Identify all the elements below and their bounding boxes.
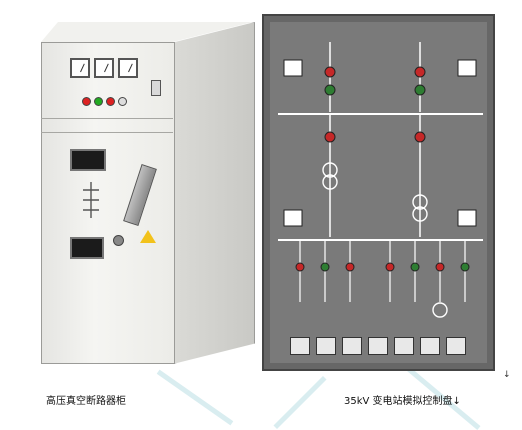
door-seam (41, 132, 173, 133)
cabinet-side (173, 22, 255, 364)
analog-meter-icon (118, 58, 138, 78)
terminal-block (316, 337, 336, 355)
substation-mimic-panel-icon (262, 14, 495, 371)
caption-arrow: ↓ (503, 370, 511, 380)
watermark-stroke (273, 375, 327, 430)
caption-left: 高压真空断路器柜 (46, 396, 126, 407)
inspection-window (70, 237, 104, 259)
mimic-diagram (278, 42, 483, 318)
mimic-panel-face (270, 22, 487, 363)
watermark-stroke (156, 369, 234, 426)
terminal-block (394, 337, 414, 355)
caption-right: 35kV 变电站模拟控制盘↓ (344, 396, 461, 407)
terminal-block-row (290, 337, 466, 355)
terminal-block (368, 337, 388, 355)
terminal-block (342, 337, 362, 355)
knob-icon (113, 235, 124, 246)
inspection-window (70, 149, 106, 171)
indicator-lamp-white (118, 97, 127, 106)
single-line-sign-icon (83, 182, 99, 218)
indicator-lamp-green (94, 97, 103, 106)
analog-meter-icon (70, 58, 90, 78)
indicator-lamp-red (106, 97, 115, 106)
terminal-block (446, 337, 466, 355)
door-latch-icon (151, 80, 161, 96)
terminal-block (420, 337, 440, 355)
indicator-lamp-red (82, 97, 91, 106)
warning-triangle-icon (140, 230, 156, 243)
terminal-block (290, 337, 310, 355)
door-seam (41, 118, 173, 119)
analog-meter-icon (94, 58, 114, 78)
